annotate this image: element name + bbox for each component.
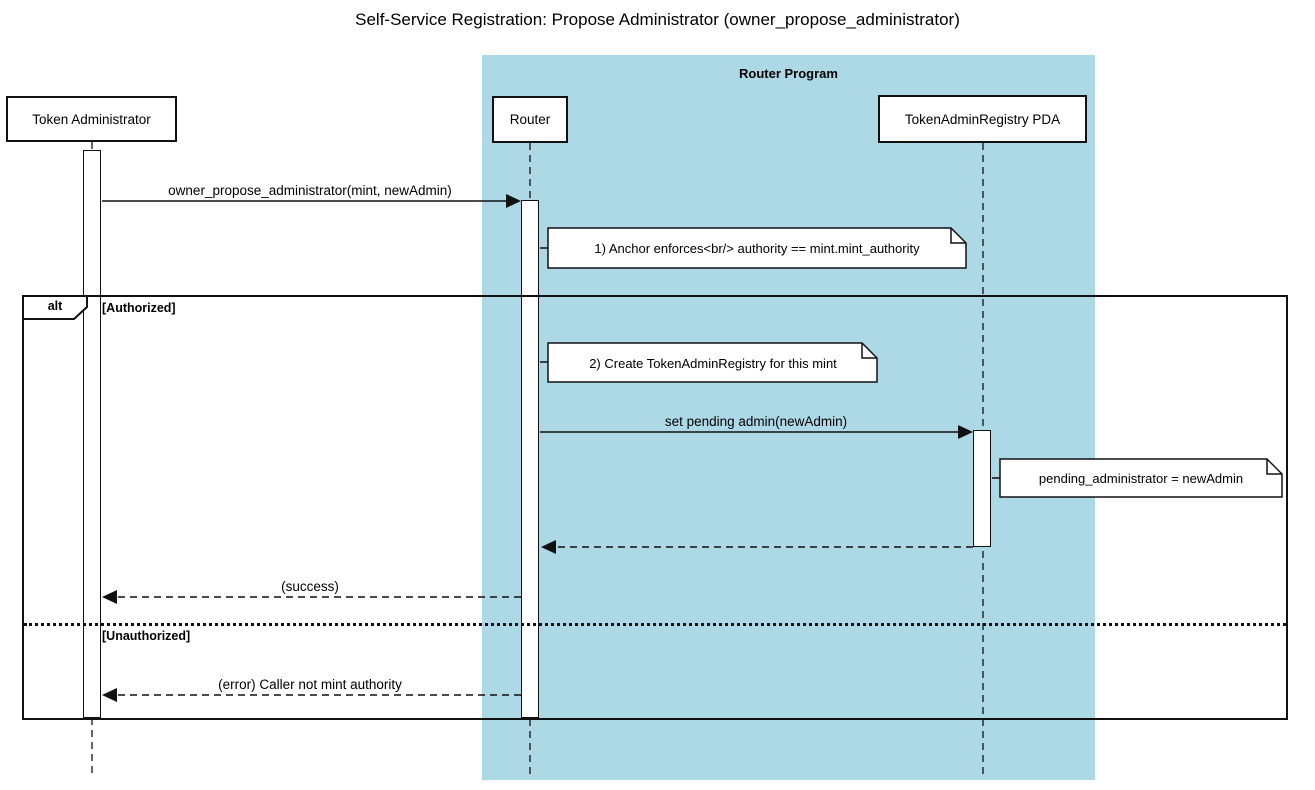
participant-tokenadminregistry-pda: TokenAdminRegistry PDA	[878, 95, 1087, 143]
activation-tokenadminregistry-pda	[973, 430, 991, 547]
arrow-propose-head	[506, 194, 521, 208]
program-container-label: Router Program	[739, 66, 838, 81]
arrow-set-pending-head	[958, 425, 973, 439]
note2-fold	[861, 343, 877, 359]
participant-token-administrator-label: Token Administrator	[32, 111, 151, 127]
participant-router: Router	[492, 96, 568, 143]
diagram-title: Self-Service Registration: Propose Admin…	[355, 10, 960, 29]
message-set-pending-label: set pending admin(newAdmin)	[664, 414, 848, 429]
arrow-success-head	[102, 590, 117, 604]
note2-shape	[547, 342, 878, 383]
note3-fold	[1266, 459, 1282, 475]
activation-router	[521, 200, 539, 718]
note-create-registry: 2) Create TokenAdminRegistry for this mi…	[589, 356, 837, 371]
note3-shape	[999, 458, 1283, 498]
participant-token-administrator: Token Administrator	[6, 96, 177, 142]
arrow-error-head	[102, 688, 117, 702]
activation-token-administrator	[83, 150, 101, 718]
program-container	[482, 55, 1095, 780]
note1-fold	[950, 228, 966, 244]
note1-shape	[547, 227, 967, 269]
message-success-label: (success)	[281, 579, 339, 594]
participant-router-label: Router	[509, 112, 551, 127]
message-propose-label: owner_propose_administrator(mint, newAdm…	[168, 183, 452, 198]
message-error-label: (error) Caller not mint authority	[218, 677, 402, 692]
arrow-return-pda-head	[541, 540, 556, 554]
note-anchor-enforces: 1) Anchor enforces<br/> authority == min…	[594, 241, 920, 256]
participant-tokenadminregistry-pda-label: TokenAdminRegistry PDA	[904, 111, 1061, 127]
note-pending-administrator: pending_administrator = newAdmin	[1038, 471, 1244, 486]
